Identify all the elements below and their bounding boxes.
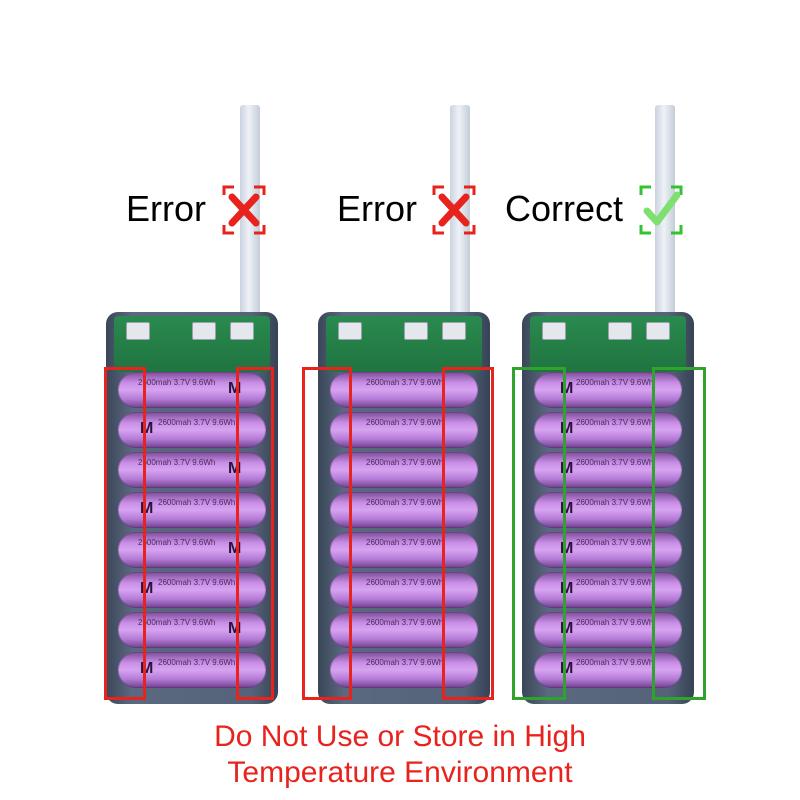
highlight-box-wrong xyxy=(302,367,352,700)
battery-stack: 2600mah 3.7V 9.6Wh 2600mah 3.7V 9.6Wh 26… xyxy=(330,372,478,698)
battery-spec: 2600mah 3.7V 9.6Wh xyxy=(576,498,654,507)
battery-spec: 2600mah 3.7V 9.6Wh xyxy=(366,498,444,507)
cable xyxy=(240,105,260,315)
battery-cell: 2600mah 3.7V 9.6Wh xyxy=(330,492,478,528)
x-mark-icon xyxy=(222,185,266,235)
battery-cell: 2600mah 3.7V 9.6Wh xyxy=(330,652,478,688)
usb-port xyxy=(126,322,150,340)
battery-spec: 2600mah 3.7V 9.6Wh xyxy=(366,538,444,547)
battery-spec: 2600mah 3.7V 9.6Wh xyxy=(366,378,444,387)
usb-port xyxy=(646,322,670,340)
battery-spec: 2600mah 3.7V 9.6Wh xyxy=(576,618,654,627)
usb-port xyxy=(542,322,566,340)
usb-port xyxy=(404,322,428,340)
battery-spec: 2600mah 3.7V 9.6Wh xyxy=(576,378,654,387)
battery-spec: 2600mah 3.7V 9.6Wh xyxy=(576,658,654,667)
battery-cell: 2600mah 3.7V 9.6Wh xyxy=(330,532,478,568)
status-label: Correct xyxy=(505,188,624,229)
highlight-box-wrong xyxy=(104,367,146,700)
status-label: Error xyxy=(337,188,417,229)
battery-spec: 2600mah 3.7V 9.6Wh xyxy=(138,538,216,547)
battery-spec: 2600mah 3.7V 9.6Wh xyxy=(138,618,216,627)
battery-spec: 2600mah 3.7V 9.6Wh xyxy=(138,378,216,387)
battery-cell: 2600mah 3.7V 9.6Wh xyxy=(330,372,478,408)
usb-port xyxy=(192,322,216,340)
panel-error-2: Error 2600mah 3.7V 9.6Wh 2600mah 3.7V 9.… xyxy=(300,0,530,710)
cable xyxy=(450,105,470,315)
usb-port xyxy=(608,322,632,340)
check-mark-icon xyxy=(639,185,683,235)
usb-port xyxy=(442,322,466,340)
battery-spec: 2600mah 3.7V 9.6Wh xyxy=(138,458,216,467)
battery-spec: 2600mah 3.7V 9.6Wh xyxy=(366,578,444,587)
battery-cell: 2600mah 3.7V 9.6Wh xyxy=(330,612,478,648)
battery-spec: 2600mah 3.7V 9.6Wh xyxy=(158,578,236,587)
battery-spec: 2600mah 3.7V 9.6Wh xyxy=(576,538,654,547)
highlight-box-correct xyxy=(512,367,566,700)
battery-cell: 2600mah 3.7V 9.6Wh xyxy=(330,412,478,448)
battery-spec: 2600mah 3.7V 9.6Wh xyxy=(366,618,444,627)
highlight-box-correct xyxy=(652,367,706,700)
usb-port xyxy=(230,322,254,340)
battery-spec: 2600mah 3.7V 9.6Wh xyxy=(158,658,236,667)
status-label: Error xyxy=(126,188,206,229)
battery-spec: 2600mah 3.7V 9.6Wh xyxy=(158,418,236,427)
highlight-box-wrong xyxy=(236,367,274,700)
battery-spec: 2600mah 3.7V 9.6Wh xyxy=(576,418,654,427)
battery-cell: 2600mah 3.7V 9.6Wh xyxy=(330,572,478,608)
battery-cell: 2600mah 3.7V 9.6Wh xyxy=(330,452,478,488)
battery-spec: 2600mah 3.7V 9.6Wh xyxy=(576,578,654,587)
battery-spec: 2600mah 3.7V 9.6Wh xyxy=(158,498,236,507)
warning-caption-line-1: Do Not Use or Store in High xyxy=(214,720,586,753)
x-mark-icon xyxy=(432,185,476,235)
highlight-box-wrong xyxy=(442,367,494,700)
warning-caption-line-2: Temperature Environment xyxy=(227,756,573,789)
usb-port xyxy=(338,322,362,340)
battery-spec: 2600mah 3.7V 9.6Wh xyxy=(366,418,444,427)
battery-spec: 2600mah 3.7V 9.6Wh xyxy=(576,458,654,467)
battery-spec: 2600mah 3.7V 9.6Wh xyxy=(366,658,444,667)
battery-spec: 2600mah 3.7V 9.6Wh xyxy=(366,458,444,467)
